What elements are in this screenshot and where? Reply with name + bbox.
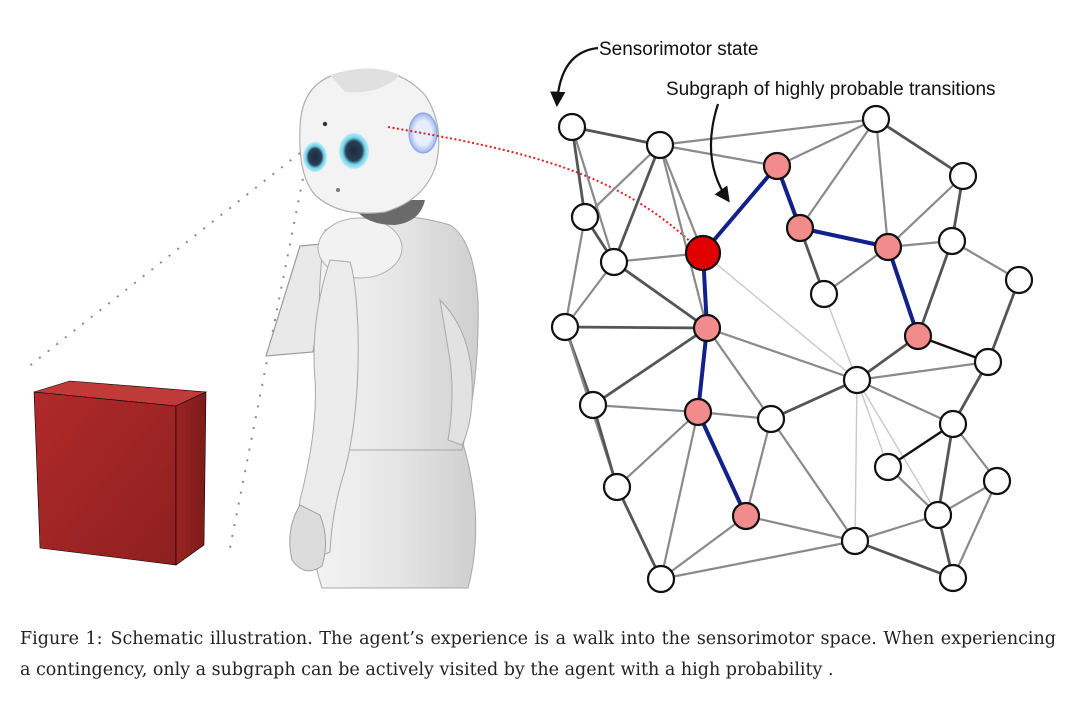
graph-edge <box>799 118 877 229</box>
graph-edge <box>660 539 856 581</box>
graph-edge <box>570 126 616 263</box>
graph-edge <box>660 515 747 580</box>
graph-edge <box>706 327 772 420</box>
caption-label: Figure 1: <box>20 629 103 649</box>
graph-node <box>923 500 953 530</box>
sensorimotor-arrow <box>550 46 599 108</box>
graph-edge <box>856 379 954 425</box>
graph-node <box>982 466 1012 496</box>
graph-node <box>646 564 676 594</box>
graph-edge <box>658 144 709 329</box>
graph-edge <box>612 144 662 263</box>
graph-edge <box>702 252 858 381</box>
graph-node <box>809 279 839 309</box>
subgraph-node <box>785 213 815 243</box>
graph-edge <box>745 514 856 543</box>
graph-edge <box>854 379 858 542</box>
graph-edge <box>776 118 877 167</box>
graph-edge <box>564 325 708 330</box>
graph-node <box>578 390 608 420</box>
graph-edge <box>875 117 964 178</box>
graph-node <box>557 112 587 142</box>
graph-node <box>973 347 1003 377</box>
graph-node <box>645 130 675 160</box>
graph-node <box>840 526 870 556</box>
graph-edge <box>916 240 954 337</box>
graph-edge <box>856 360 989 382</box>
graph-edge <box>887 175 964 248</box>
graph-edge <box>659 143 778 168</box>
graph-node <box>938 409 968 439</box>
graph-edge <box>854 539 954 580</box>
graph-edge <box>613 260 708 330</box>
subgraph-node <box>692 313 722 343</box>
graph-edge <box>854 513 939 543</box>
graph-node <box>948 161 978 191</box>
graph-edge <box>591 404 619 488</box>
graph-edge <box>951 480 999 579</box>
graph-edge <box>823 293 858 381</box>
label-subgraph: Subgraph of highly probable transitions <box>666 79 996 100</box>
caption-text: Schematic illustration. The agent’s expe… <box>20 629 1056 680</box>
graph-edge <box>592 403 699 414</box>
subgraph-node <box>873 232 903 262</box>
graph-node <box>938 563 968 593</box>
graph-edge <box>856 379 889 468</box>
subgraph-edge <box>696 410 748 518</box>
graph-edge <box>706 326 858 382</box>
graph-edge <box>770 418 856 542</box>
graph-node <box>842 365 872 395</box>
graph-node <box>756 404 786 434</box>
graph-edge <box>856 379 939 516</box>
graph-node <box>570 202 600 232</box>
graph-edge <box>584 144 661 218</box>
graph-edge <box>936 423 955 516</box>
graph-edge <box>658 144 705 254</box>
graph-node <box>550 312 580 342</box>
graph-node <box>873 452 903 482</box>
graph-node <box>1004 265 1034 295</box>
subgraph-node <box>762 151 792 181</box>
subgraph-edge <box>701 164 779 255</box>
graph-edge <box>770 378 858 421</box>
figure-illustration: Sensorimotor state Subgraph of highly pr… <box>27 39 1034 594</box>
graph-edge <box>592 326 708 407</box>
robot-eye-right <box>339 133 369 169</box>
subgraph-arrow <box>709 103 730 203</box>
graph-edge <box>616 411 699 488</box>
figure-caption: Figure 1:Schematic illustration. The age… <box>20 624 1056 686</box>
subgraph-node <box>683 397 713 427</box>
graph-edge <box>570 126 587 218</box>
graph-node <box>602 472 632 502</box>
graph-edge <box>563 216 587 328</box>
graph-edge <box>659 411 700 580</box>
graph-edge <box>744 418 773 517</box>
red-cube <box>33 380 208 566</box>
graph-edge <box>571 125 661 147</box>
current-state-node <box>684 234 722 272</box>
graph-node <box>861 104 891 134</box>
graph-nodes <box>550 104 1034 594</box>
subgraph-edge <box>798 226 890 249</box>
label-sensorimotor-state: Sensorimotor state <box>599 39 758 60</box>
graph-node <box>599 247 629 277</box>
subgraph-edge <box>886 245 920 338</box>
graph-edge <box>659 117 877 147</box>
pointer-line <box>387 126 703 254</box>
subgraph-node <box>903 321 933 351</box>
graph-edge <box>615 486 663 580</box>
robot-eye-left <box>303 142 327 172</box>
subgraph-node <box>731 501 761 531</box>
robot-illustration <box>265 68 479 589</box>
graph-edge <box>986 279 1021 363</box>
graph-node <box>937 226 967 256</box>
graph-edge <box>874 118 890 248</box>
